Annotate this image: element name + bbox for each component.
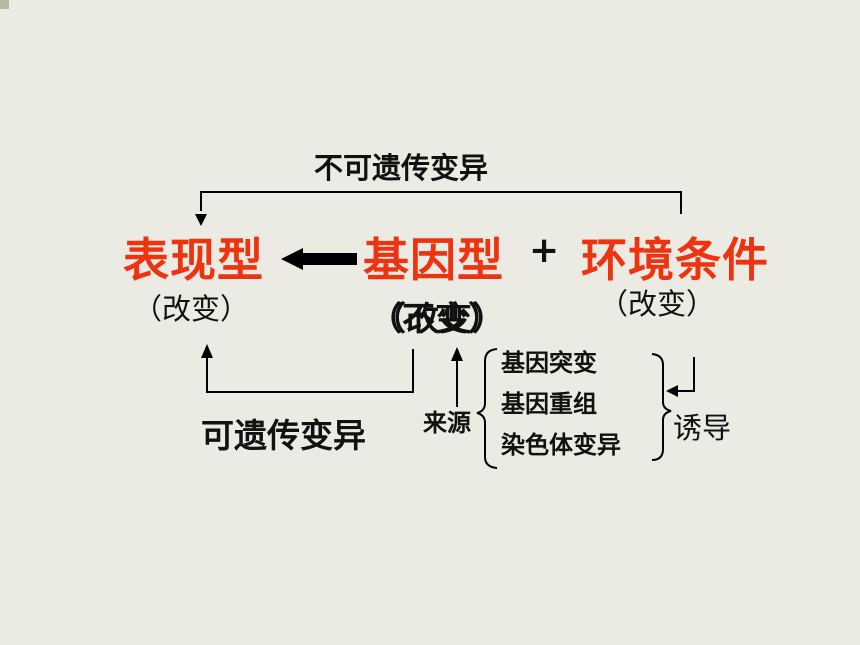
main-arrow-shaft [301, 253, 357, 265]
source-arrowhead [451, 347, 463, 361]
source-label: 来源 [423, 409, 471, 437]
induce-label: 诱导 [673, 411, 732, 445]
non-heritable-arrowhead [195, 214, 207, 226]
environment-note: （改变） [599, 287, 716, 321]
induce-arrowhead [666, 385, 678, 397]
induce-connector [678, 357, 695, 392]
non-heritable-label: 不可遗传变异 [314, 151, 489, 185]
heritable-arrowhead [201, 344, 213, 358]
source-item: 基因重组 [501, 390, 597, 418]
non-heritable-bracket [200, 191, 682, 214]
source-item: 染色体变异 [501, 431, 621, 459]
slide-canvas: 不可遗传变异 表现型 基因型 + 环境条件 （改变） （不变） （改变） （改变… [9, 9, 860, 645]
heritable-label: 可遗传变异 [201, 416, 366, 455]
environment-label: 环境条件 [581, 233, 769, 287]
main-arrow-head [281, 248, 303, 270]
corner-decoration [0, 0, 9, 9]
plus-sign: + [529, 230, 560, 271]
connector-lines [195, 191, 695, 469]
genotype-note: （不变） [369, 299, 501, 338]
phenotype-label: 表现型 [123, 233, 264, 287]
heritable-bracket [206, 349, 414, 393]
genotype-label: 基因型 [363, 233, 504, 287]
sources-right-brace [651, 353, 672, 461]
phenotype-note: （改变） [133, 292, 250, 326]
source-item: 基因突变 [501, 349, 597, 377]
genotype-note-overlay: （改变） [373, 299, 505, 338]
sources-left-brace [476, 348, 498, 469]
